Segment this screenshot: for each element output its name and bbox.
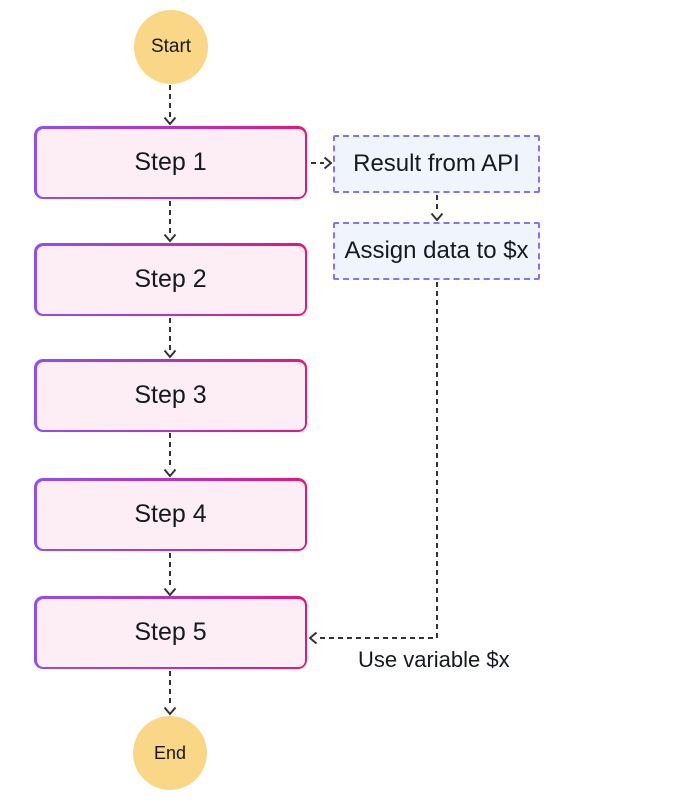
arrowhead-right-icon [323, 156, 333, 170]
result-from-api-callout: Result from API [333, 135, 540, 193]
step-4-label: Step 4 [36, 480, 305, 549]
step-5-label: Step 5 [36, 598, 305, 667]
step-5-node: Step 5 [34, 596, 307, 669]
arrowhead-down-icon [163, 706, 177, 716]
step-2-label: Step 2 [36, 245, 305, 314]
start-node: Start [134, 10, 208, 84]
edge-assign-step5 [317, 282, 438, 639]
arrowhead-down-icon [163, 587, 177, 597]
arrowhead-down-icon [163, 468, 177, 478]
arrowhead-left-icon [308, 631, 318, 645]
arrowhead-down-icon [163, 233, 177, 243]
step-1-node: Step 1 [34, 126, 307, 199]
step-3-node: Step 3 [34, 359, 307, 432]
step-4-node: Step 4 [34, 478, 307, 551]
end-node-label: End [153, 742, 187, 763]
start-node-label: Start [150, 36, 192, 57]
result-from-api-label: Result from API [353, 150, 520, 177]
arrowhead-down-icon [163, 116, 177, 126]
step-3-label: Step 3 [36, 361, 305, 430]
use-variable-edge-label: Use variable $x [358, 647, 510, 672]
arrowhead-down-icon [430, 212, 444, 222]
assign-data-callout: Assign data to $x [333, 222, 540, 280]
end-node: End [133, 716, 207, 790]
assign-data-label: Assign data to $x [344, 237, 529, 264]
step-1-label: Step 1 [36, 128, 305, 197]
arrowhead-down-icon [163, 349, 177, 359]
step-2-node: Step 2 [34, 243, 307, 316]
